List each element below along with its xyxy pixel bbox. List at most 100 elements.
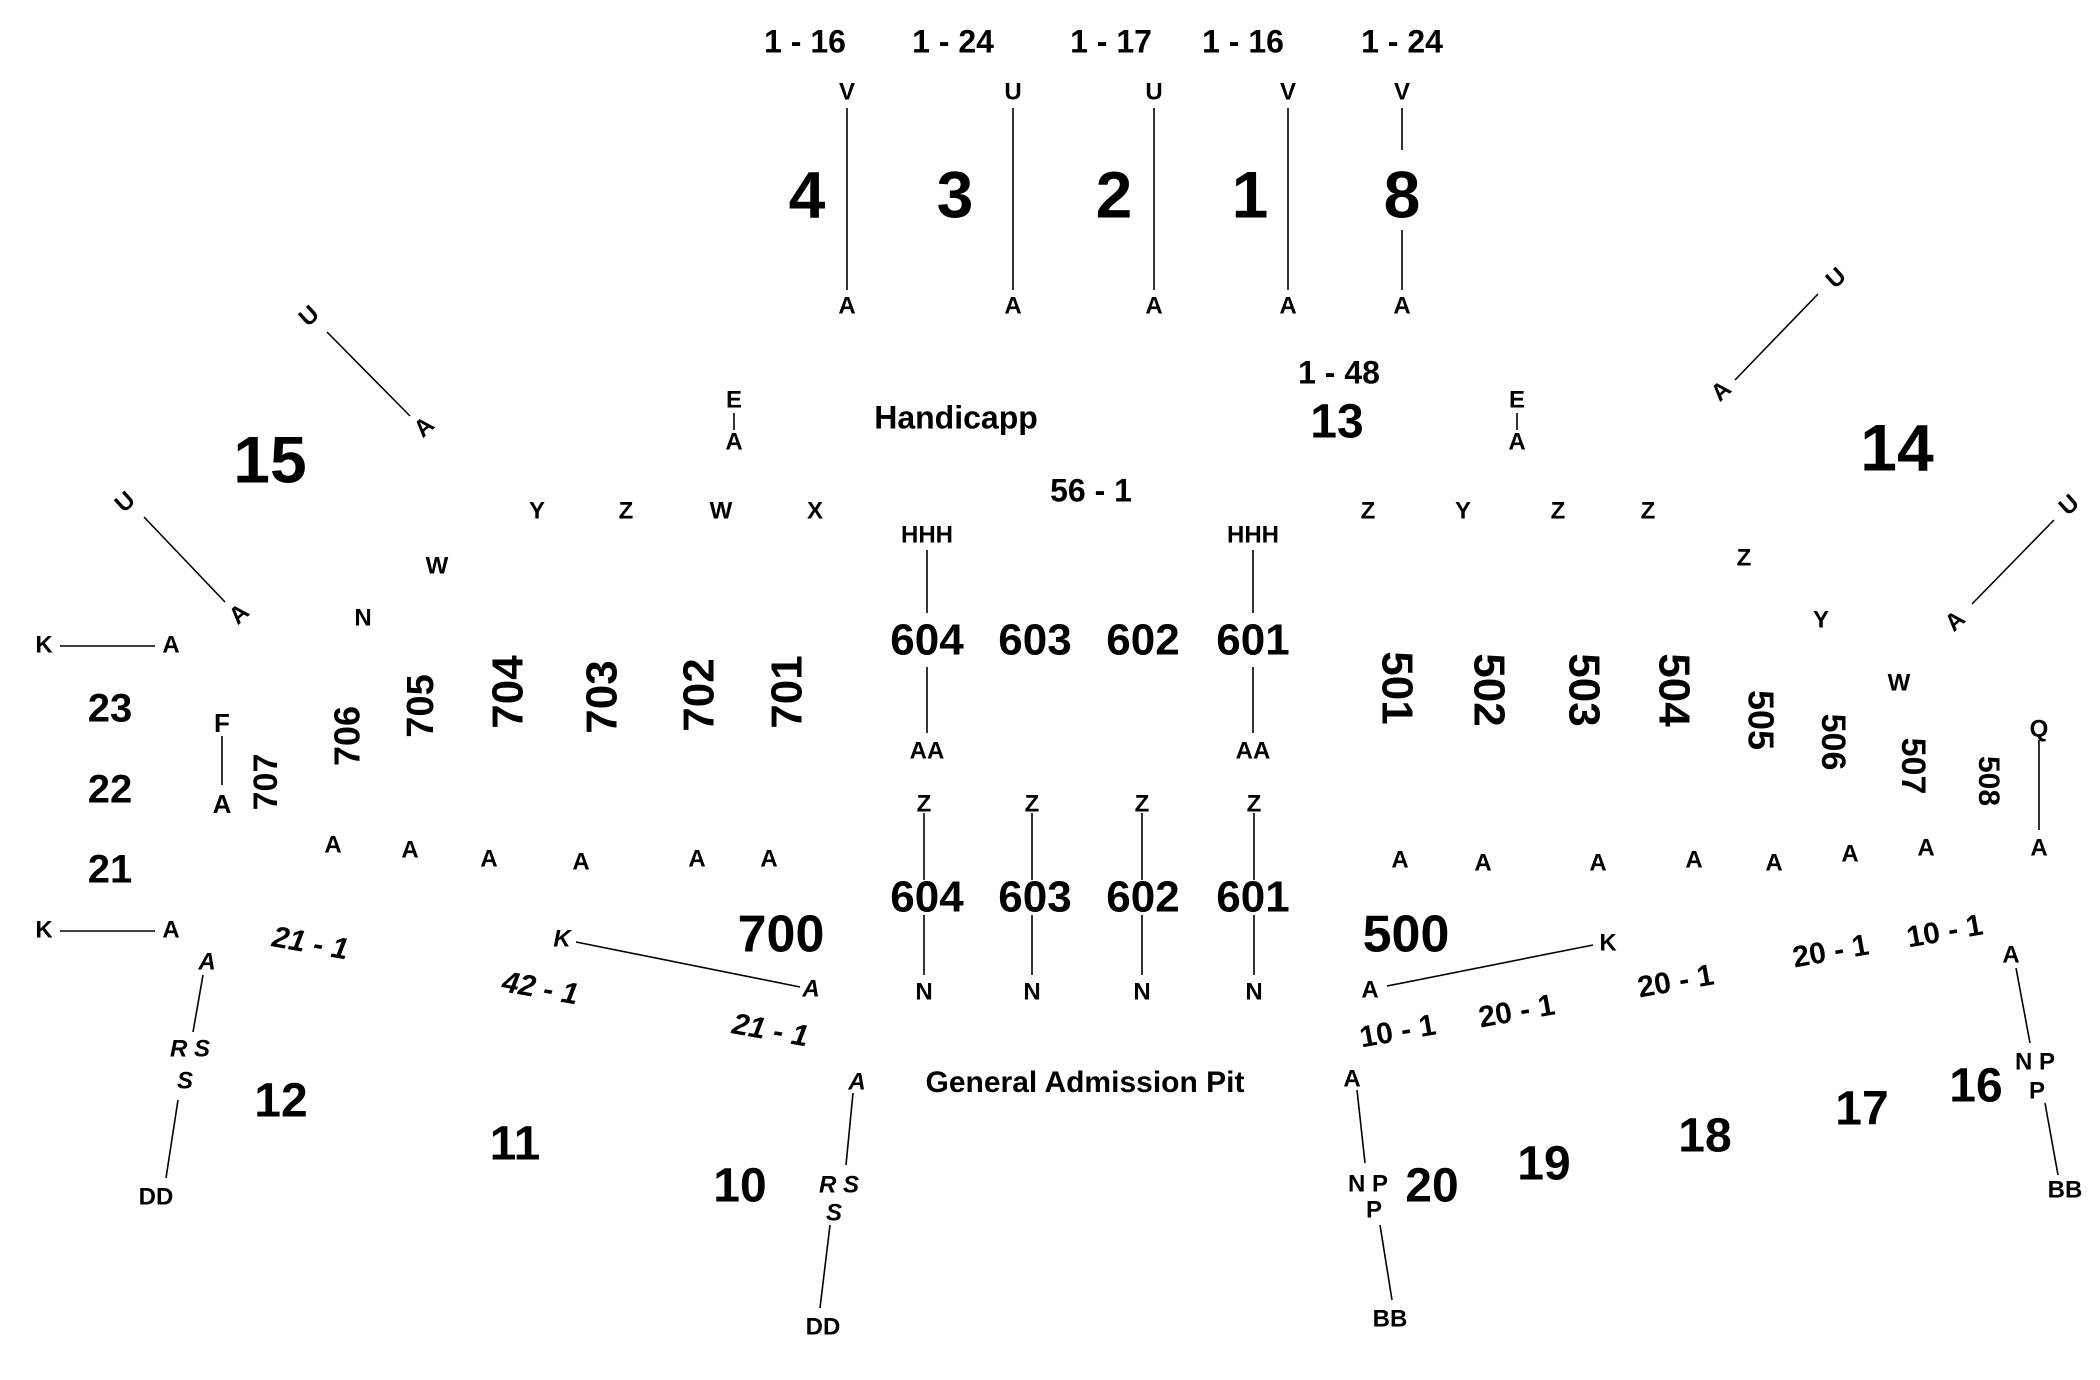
row-line bbox=[326, 331, 411, 417]
sec12-dd: DD bbox=[139, 1183, 174, 1210]
seats-20-1-b: 20 - 1 bbox=[1635, 959, 1716, 1005]
row-line bbox=[1971, 519, 2055, 605]
sec20-bb: BB bbox=[1373, 1305, 1408, 1332]
section-13: 13 bbox=[1310, 396, 1363, 449]
aa-604: AA bbox=[910, 737, 945, 764]
upper-601: 601 bbox=[1216, 616, 1289, 665]
sec3-row-a: A bbox=[1004, 292, 1021, 319]
seats-56-1: 56 - 1 bbox=[1050, 472, 1132, 508]
sec15-u1: U bbox=[294, 300, 325, 332]
row-a-l2: A bbox=[401, 836, 418, 863]
sec10-rs: R S bbox=[819, 1171, 859, 1198]
sec-508: 508 bbox=[1972, 756, 2005, 806]
row-a-l5: A bbox=[688, 845, 705, 872]
sec-506: 506 bbox=[1814, 714, 1852, 771]
a-top: A bbox=[162, 631, 179, 658]
row-line bbox=[845, 1092, 854, 1166]
row-n-l: N bbox=[354, 604, 371, 631]
section-17: 17 bbox=[1835, 1083, 1888, 1136]
section-18: 18 bbox=[1678, 1110, 1731, 1163]
row-x-l: X bbox=[807, 497, 823, 524]
row-a-r4: A bbox=[1685, 846, 1702, 873]
sec12-a: A bbox=[197, 948, 215, 975]
sec-501: 501 bbox=[1372, 651, 1421, 724]
seats-42-1: 42 - 1 bbox=[499, 965, 581, 1011]
seats-20-1-c: 20 - 1 bbox=[1790, 929, 1871, 975]
rows-sec1: 1 - 16 bbox=[1202, 23, 1284, 59]
row-z-l: Z bbox=[619, 497, 634, 524]
row-a-l1: A bbox=[324, 831, 341, 858]
row-a-r2: A bbox=[1474, 849, 1491, 876]
k-left-10: K bbox=[553, 925, 572, 952]
sec1-row-v: V bbox=[1280, 78, 1296, 105]
row-line bbox=[575, 941, 801, 988]
row-a-r7: A bbox=[1917, 834, 1934, 861]
z-601: Z bbox=[1247, 790, 1262, 817]
row-y-r2: Y bbox=[1813, 606, 1829, 633]
n-603: N bbox=[1023, 978, 1040, 1005]
row-lines bbox=[60, 108, 2059, 1309]
sec-703: 703 bbox=[578, 660, 627, 733]
lower-602: 602 bbox=[1106, 873, 1179, 922]
row-line bbox=[1386, 944, 1594, 987]
row-a-r3: A bbox=[1589, 849, 1606, 876]
row-w-r: W bbox=[1888, 669, 1911, 696]
sec-502: 502 bbox=[1464, 653, 1513, 726]
upper-602: 602 bbox=[1106, 616, 1179, 665]
sec15-u2: U bbox=[110, 486, 141, 518]
sec8-row-v: V bbox=[1394, 78, 1410, 105]
seats-21-1-a: 21 - 1 bbox=[269, 920, 351, 966]
row-q-r: Q bbox=[2030, 715, 2049, 742]
rows-sec4: 1 - 16 bbox=[764, 23, 846, 59]
upper-603: 603 bbox=[998, 616, 1071, 665]
n-601: N bbox=[1245, 978, 1262, 1005]
sec20-np: N P bbox=[1348, 1170, 1388, 1197]
row-a-r-q: A bbox=[2030, 834, 2047, 861]
sec707-a: A bbox=[213, 789, 232, 819]
sec15-a1: A bbox=[409, 411, 440, 443]
handicap-row-a: A bbox=[725, 428, 742, 455]
sec-507: 507 bbox=[1894, 738, 1932, 795]
row-line bbox=[2044, 1102, 2059, 1176]
lower-603: 603 bbox=[998, 873, 1071, 922]
handicap-area: Handicapp bbox=[874, 399, 1038, 435]
sec2-row-a: A bbox=[1145, 292, 1162, 319]
row-line bbox=[1379, 1224, 1393, 1301]
row-a-r6: A bbox=[1841, 840, 1858, 867]
sec-702: 702 bbox=[675, 658, 724, 731]
aa-601: AA bbox=[1236, 737, 1271, 764]
k-top: K bbox=[35, 631, 53, 658]
seats-10-1-a: 10 - 1 bbox=[1357, 1009, 1438, 1055]
section-11: 11 bbox=[490, 1118, 541, 1171]
sec10-a: A bbox=[847, 1068, 865, 1095]
row-w-l2: W bbox=[426, 552, 449, 579]
z-604: Z bbox=[917, 790, 932, 817]
rows-sec3: 1 - 24 bbox=[912, 23, 994, 59]
row-z-r2: Z bbox=[1551, 497, 1566, 524]
row-line bbox=[1356, 1089, 1366, 1164]
row-z-r4: Z bbox=[1737, 544, 1752, 571]
sec10-s: S bbox=[826, 1199, 842, 1226]
row-a-l3: A bbox=[480, 845, 497, 872]
row-line bbox=[143, 516, 226, 603]
section-22: 22 bbox=[88, 768, 133, 812]
row-line bbox=[192, 974, 204, 1033]
sec16-p: P bbox=[2029, 1077, 2045, 1104]
section-12: 12 bbox=[254, 1075, 307, 1128]
row-line bbox=[819, 1224, 831, 1309]
row-a-r1: A bbox=[1391, 846, 1408, 873]
sec1-row-a: A bbox=[1279, 292, 1296, 319]
sec8-row-a: A bbox=[1393, 292, 1410, 319]
sec16-np: N P bbox=[2015, 1048, 2055, 1075]
row-line bbox=[165, 1099, 179, 1179]
section-23: 23 bbox=[88, 687, 133, 731]
section-3: 3 bbox=[937, 157, 974, 231]
row-z-r3: Z bbox=[1641, 497, 1656, 524]
a-bottom: A bbox=[162, 916, 179, 943]
section-700: 700 bbox=[738, 906, 825, 964]
section-500: 500 bbox=[1363, 906, 1450, 964]
row-line bbox=[1734, 293, 1819, 381]
sec15-a2: A bbox=[224, 598, 255, 630]
sec14-u1: U bbox=[1821, 262, 1852, 294]
